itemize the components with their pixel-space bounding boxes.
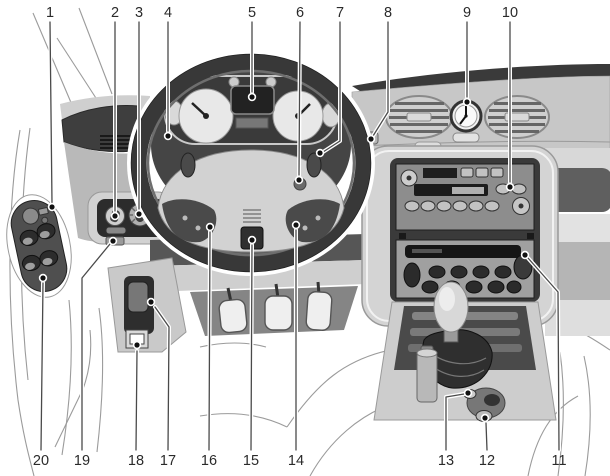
leader-dot-cd-player-unit: [522, 252, 528, 258]
clock: [449, 99, 483, 143]
callout-label-12: 12: [479, 453, 495, 469]
callout-label-4: 4: [164, 5, 172, 21]
callout-label-17: 17: [160, 453, 176, 469]
leader-dot-steering-wheel-spoke-opening: [317, 150, 323, 156]
leader-dot-console-rear-upper-button: [465, 390, 471, 396]
leader-dot-headlight-switch-knob: [112, 213, 118, 219]
callout-label-5: 5: [248, 5, 256, 21]
callout-label-8: 8: [384, 5, 392, 21]
leader-dot-ignition-switch: [249, 237, 255, 243]
callout-label-18: 18: [128, 453, 144, 469]
air-vent-right: [484, 95, 550, 139]
leader-dot-door-switch-pack-lower-buttons: [40, 275, 46, 281]
callout-label-9: 9: [463, 5, 471, 21]
callout-label-10: 10: [502, 5, 518, 21]
leader-line-18: [135, 350, 138, 451]
air-vent-left: [385, 95, 453, 139]
leader-dot-left-stalk-controls: [207, 224, 213, 230]
leader-dot-radio-cassette-unit: [507, 184, 513, 190]
door-switch-pack: [6, 194, 72, 298]
cd-player-unit: [395, 239, 535, 299]
callout-label-6: 6: [296, 5, 304, 21]
callout-label-16: 16: [201, 453, 217, 469]
pedals: [218, 291, 333, 334]
window-switches: [19, 223, 59, 272]
leader-dot-dashboard-switch-left-of-vents: [368, 136, 374, 142]
leader-dot-bonnet-release-lever: [148, 299, 154, 305]
leader-dot-lower-release-latch: [134, 342, 140, 348]
leader-dot-switch-below-light-panel: [110, 238, 116, 244]
leader-line-16: [208, 231, 211, 451]
leader-dot-instrument-cluster-left-control: [165, 133, 171, 139]
leader-line-15: [250, 244, 253, 451]
centre-console: [361, 145, 559, 422]
leader-dot-rotary-control-knob: [136, 211, 142, 217]
lower-left-panel: [107, 257, 187, 353]
leader-dot-right-stalk-controls: [293, 222, 299, 228]
callout-label-19: 19: [74, 453, 90, 469]
leader-line-17: [154, 306, 170, 451]
leader-dot-console-rear-lower-button: [482, 415, 488, 421]
cupholder-bottle: [416, 345, 438, 403]
callout-label-11: 11: [551, 453, 566, 469]
leader-line-12: [485, 422, 488, 451]
callout-label-20: 20: [33, 453, 49, 469]
leader-dot-analogue-clock: [464, 99, 470, 105]
callout-label-13: 13: [438, 453, 454, 469]
callout-label-2: 2: [111, 5, 119, 21]
callout-label-1: 1: [46, 5, 54, 21]
gear-console: [373, 281, 557, 422]
callout-label-7: 7: [336, 5, 344, 21]
leader-line-20: [40, 282, 44, 451]
leader-line-13: [445, 393, 465, 451]
sketch-outlines: [9, 7, 610, 476]
bonnet-release-lever: [127, 281, 149, 313]
callout-label-3: 3: [135, 5, 143, 21]
leader-line-7: [322, 21, 341, 153]
radio-cassette-unit: [395, 163, 535, 231]
leader-line-1: [49, 21, 53, 204]
leader-line-6: [298, 21, 301, 176]
callout-label-14: 14: [288, 453, 304, 469]
spoke-controls: [162, 199, 340, 243]
callout-label-15: 15: [243, 453, 259, 469]
leader-dot-instrument-cluster-display: [249, 94, 255, 100]
leader-dot-steering-column-right-control: [296, 177, 302, 183]
leader-dot-door-switch-pack-upper-buttons: [49, 204, 55, 210]
leader-line-8: [372, 21, 389, 137]
leader-line-19: [81, 243, 111, 451]
leader-line-11: [527, 257, 560, 451]
